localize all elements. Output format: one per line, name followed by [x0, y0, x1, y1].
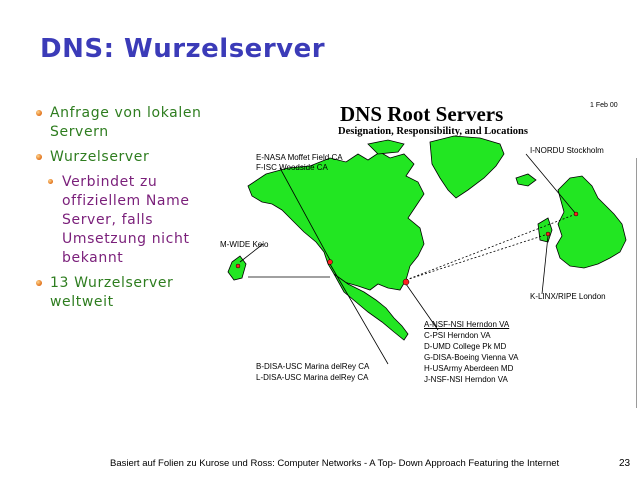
bullet-item: Anfrage von lokalen Servern [36, 104, 228, 142]
server-label-disa-l: L-DISA-USC Marina delRey CA [256, 373, 369, 382]
europe-landmass [555, 175, 627, 269]
north-america-landmass [247, 151, 425, 291]
bullet-icon [36, 154, 42, 160]
server-label-psi: C-PSI Herndon VA [424, 331, 491, 340]
slide-footer: Basiert auf Folien zu Kurose und Ross: C… [110, 458, 560, 469]
server-label-usarmy: H-USArmy Aberdeen MD [424, 364, 514, 373]
map-subtitle: Designation, Responsibility, and Locatio… [338, 126, 528, 137]
map-date: 1 Feb 00 [590, 102, 618, 109]
greenland-landmass [429, 135, 505, 199]
bullet-list: Anfrage von lokalen Servern Wurzelserver… [36, 104, 228, 318]
slide-title: DNS: Wurzelserver [40, 34, 326, 64]
bullet-text: Wurzelserver [50, 149, 150, 165]
server-label-nordu: I-NORDU Stockholm [530, 146, 604, 155]
bullet-text: Anfrage von lokalen Servern [50, 105, 202, 140]
bullet-icon [36, 110, 42, 116]
sub-bullet-item: Verbindet zu offiziellem Name Server, fa… [48, 173, 228, 268]
bullet-item: Wurzelserver [36, 148, 228, 167]
server-label-nsi-j: J-NSF-NSI Herndon VA [424, 375, 508, 384]
server-label-isc: F-ISC Woodside CA [256, 163, 328, 172]
bullet-text: 13 Wurzelserver weltweit [50, 275, 174, 310]
bullet-item: 13 Wurzelserver weltweit [36, 274, 228, 312]
server-label-umd: D-UMD College Pk MD [424, 342, 507, 351]
bullet-icon [36, 280, 42, 286]
arctic-islands [367, 139, 405, 155]
server-label-linx: K-LINX/RIPE London [530, 292, 606, 301]
server-label-nasa: E-NASA Moffet Field CA [256, 153, 343, 162]
scrollbar-edge [636, 158, 637, 408]
page-number: 23 [619, 458, 631, 469]
world-map-graphic [227, 135, 627, 365]
map-title: DNS Root Servers [340, 102, 504, 126]
bullet-icon [48, 179, 53, 184]
bullet-text: Verbindet zu offiziellem Name Server, fa… [62, 174, 190, 266]
server-label-disa-b: B-DISA-USC Marina delRey CA [256, 362, 370, 371]
server-label-boeing: G-DISA-Boeing Vienna VA [424, 353, 519, 362]
british-isles-landmass [537, 217, 553, 243]
dns-root-servers-map: DNS Root Servers Designation, Responsibi… [218, 94, 636, 394]
iceland-landmass [515, 173, 537, 187]
server-label-wide: M-WIDE Keio [220, 240, 269, 249]
central-america-landmass [333, 273, 409, 341]
server-label-nsi-a: A-NSF-NSI Herndon VA [424, 320, 510, 329]
